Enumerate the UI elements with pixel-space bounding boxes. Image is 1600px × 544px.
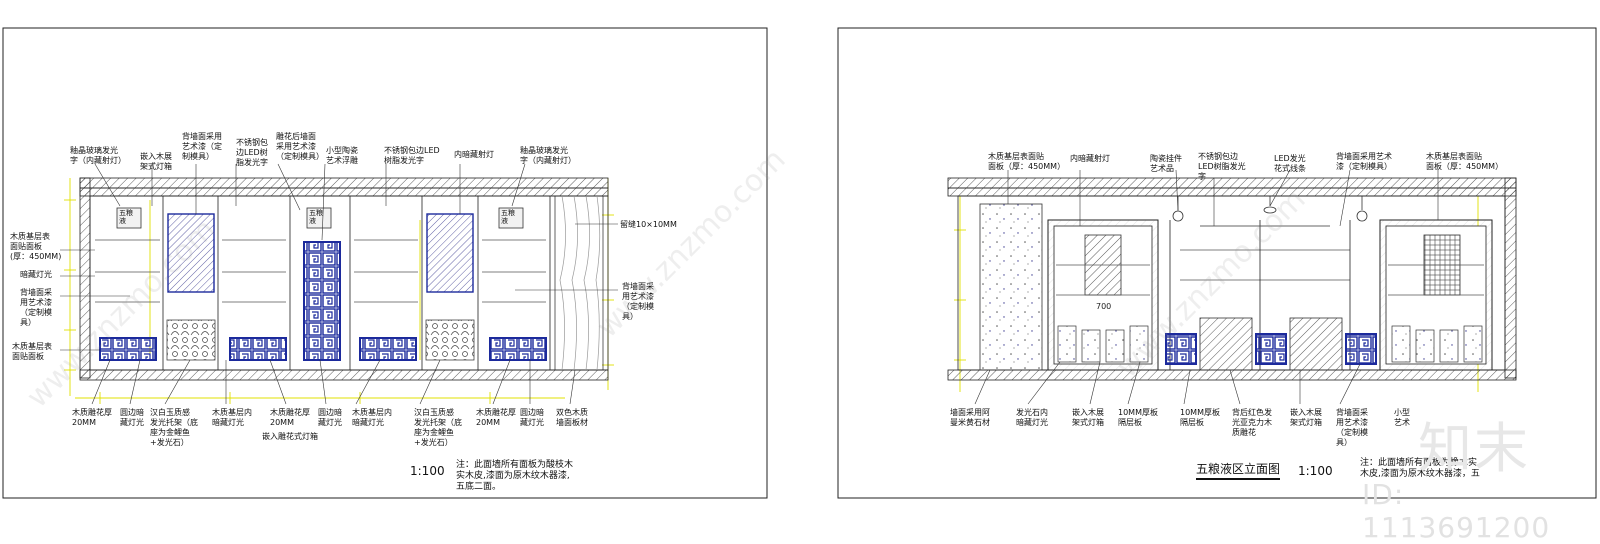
callout-label: 木质雕花厚 20MM [72,408,112,427]
callout-label: 10MM厚板 隔层板 [1180,408,1220,427]
callout-label: 不锈钢包边LED 树脂发光字 [384,146,440,165]
callout-label: LED发光 花式线条 [1274,154,1306,173]
callout-label: 背墙面采 用艺术漆 （定制模 具） [20,288,52,327]
brand-watermark: 知末 [1418,417,1530,480]
callout-label: 嵌入木展 架式灯箱 [1290,408,1322,427]
callout-label: 木质基层表面贴 面板（厚：450MM） [1426,152,1504,171]
elevation-drawing [2,27,1597,499]
drawing-note: 注：此面墙所有面板为酸枝木 实木皮,漆面为原木纹木器漆, 五底二面。 [456,460,574,492]
callout-label: 背墙面采用艺术 漆（定制模具） [1336,152,1392,171]
callout-label: 木质雕花厚 20MM [270,408,310,427]
callout-label: 汉白玉质感 发光托架（底 座为金鲤鱼 +发光石） [150,408,198,447]
scale-label: 1:100 [1298,464,1333,478]
callout-label: 内暗藏射灯 [454,150,494,159]
callout-label: 木质基层表 面贴面板 [12,342,52,361]
drawing-note: 注：此面墙所有面板为橡木实 木皮,漆面为原木纹木器漆，五 [1360,458,1480,479]
callout-label: 木质基层内 暗藏灯光 [352,408,392,427]
callout-label: 暗藏灯光 [20,270,52,279]
callout-label: 木质基层表 面贴面板 (厚：450MM) [10,232,62,261]
callout-label: 内暗藏射灯 [1070,154,1110,163]
callout-label: 陶瓷挂件 艺术品 [1150,154,1182,173]
callout-label: 木质基层表面贴 面板（厚：450MM） [988,152,1066,171]
callout-label: 嵌入雕花式灯箱 [262,432,318,441]
callout-label: 背墙面采 用艺术漆 （定制模 具） [622,282,654,321]
callout-label: 圆边暗 藏灯光 [520,408,544,427]
callout-label: 留缝10×10MM [620,220,677,229]
callout-label: 10MM厚板 隔层板 [1118,408,1158,427]
callout-label: 嵌入木展 架式灯箱 [140,152,172,171]
callout-label: 小型陶瓷 艺术浮雕 [326,146,358,165]
callout-label: 釉晶玻璃发光 字（内藏射灯） [520,146,576,165]
callout-label: 圆边暗 藏灯光 [318,408,342,427]
callout-label: 不锈钢包边 LED树脂发光 字 [1198,152,1246,181]
scale-label: 1:100 [410,464,445,478]
sign-text: 五粮 液 [309,209,323,225]
sign-text: 五粮 液 [501,209,515,225]
callout-label: 木质基层内 暗藏灯光 [212,408,252,427]
callout-label: 背墙面采 用艺术漆 （定制模 具） [1336,408,1368,447]
drawing-title: 五粮液区立面图 [1196,460,1281,480]
id-watermark: ID: 1113691200 [1362,478,1551,544]
callout-label: 背后红色发 光亚克力木 质雕花 [1232,408,1272,437]
callout-label: 不锈钢包 边LED树 脂发光字 [236,138,268,167]
callout-label: 发光石内 暗藏灯光 [1016,408,1048,427]
callout-label: 雕花后墙面 采用艺术漆 （定制模具） [276,132,324,161]
callout-label: 汉白玉质感 发光托架（底 座为金鲤鱼 +发光石） [414,408,462,447]
callout-label: 墙面采用阿 曼米黄石材 [950,408,990,427]
callout-label: 背墙面采用 艺术漆（定 制模具） [182,132,222,161]
callout-label: 嵌入木展 架式灯箱 [1072,408,1104,427]
callout-label: 圆边暗 藏灯光 [120,408,144,427]
callout-label: 小型 艺术 [1394,408,1410,427]
callout-label: 木质雕花厚 20MM [476,408,516,427]
sign-text: 五粮 液 [119,209,133,225]
callout-label: 釉晶玻璃发光 字（内藏射灯） [70,146,126,165]
callout-label: 双色木质 墙面板材 [556,408,588,427]
dimension-700: 700 [1096,302,1112,311]
